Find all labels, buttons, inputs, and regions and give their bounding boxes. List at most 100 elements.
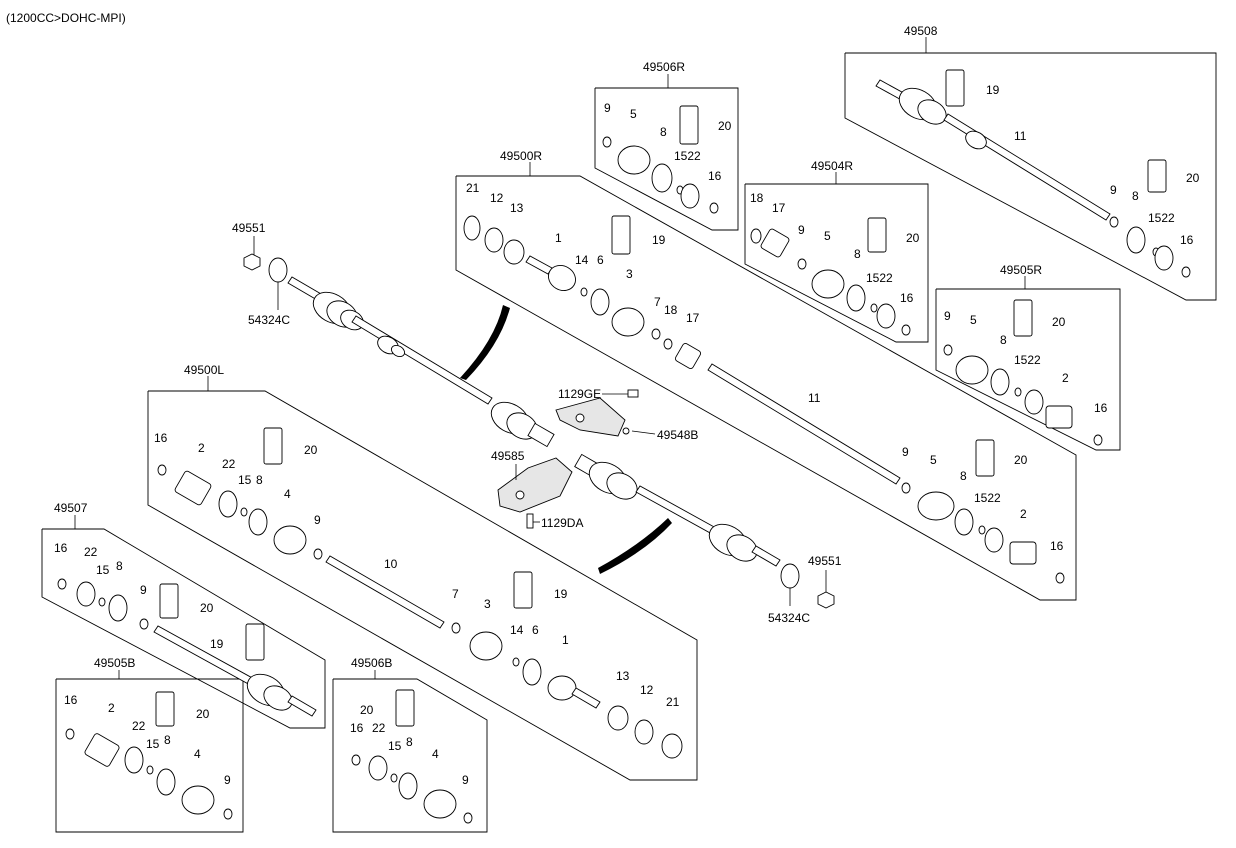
callout-9[interactable]: 9 <box>902 445 909 459</box>
callout-11[interactable]: 11 <box>1014 129 1027 143</box>
group-label-49551-a[interactable]: 49551 <box>232 221 266 235</box>
callout-16[interactable]: 16 <box>900 291 914 305</box>
group-label-49504r[interactable]: 49504R <box>811 159 853 173</box>
callout-15[interactable]: 15 <box>146 737 160 751</box>
kit-49506b[interactable] <box>351 689 473 824</box>
callout-8[interactable]: 8 <box>1132 189 1139 203</box>
callout-3[interactable]: 3 <box>484 597 491 611</box>
callout-13[interactable]: 13 <box>510 201 524 215</box>
group-label-54324c-a[interactable]: 54324C <box>248 313 290 327</box>
callout-10[interactable]: 10 <box>384 557 398 571</box>
group-label-54324c-b[interactable]: 54324C <box>768 611 810 625</box>
washer-54324c-b[interactable] <box>780 563 800 589</box>
callout-16[interactable]: 16 <box>1050 539 1064 553</box>
kit-49506r-top[interactable] <box>602 105 719 214</box>
callout-16[interactable]: 16 <box>1180 233 1194 247</box>
callout-16[interactable]: 16 <box>154 431 168 445</box>
callout-18[interactable]: 18 <box>664 303 678 317</box>
callout-2[interactable]: 2 <box>1020 507 1027 521</box>
callout-20[interactable]: 20 <box>718 119 732 133</box>
callout-15[interactable]: 15 <box>388 739 402 753</box>
callout-16[interactable]: 16 <box>1094 401 1108 415</box>
callout-14[interactable]: 14 <box>575 253 589 267</box>
bracket-49585[interactable] <box>497 457 573 513</box>
callout-12[interactable]: 12 <box>490 191 504 205</box>
callout-1522[interactable]: 1522 <box>866 271 893 285</box>
callout-16[interactable]: 16 <box>350 721 364 735</box>
callout-22[interactable]: 22 <box>84 545 98 559</box>
callout-6[interactable]: 6 <box>532 623 539 637</box>
group-label-49506b[interactable]: 49506B <box>351 656 392 670</box>
callout-5[interactable]: 5 <box>970 313 977 327</box>
callout-19[interactable]: 19 <box>652 233 666 247</box>
group-label-49507[interactable]: 49507 <box>54 501 88 515</box>
group-label-49551-b[interactable]: 49551 <box>808 554 842 568</box>
main-left-drive-shaft[interactable] <box>574 453 781 567</box>
callout-18[interactable]: 18 <box>750 191 764 205</box>
callout-1[interactable]: 1 <box>555 231 562 245</box>
callout-2[interactable]: 2 <box>1062 371 1069 385</box>
callout-15[interactable]: 15 <box>238 473 252 487</box>
washer-54324c-a[interactable] <box>268 257 288 283</box>
callout-1522[interactable]: 1522 <box>1148 211 1175 225</box>
callout-9[interactable]: 9 <box>140 583 147 597</box>
kit-49507[interactable] <box>57 578 317 717</box>
main-right-drive-shaft[interactable] <box>287 276 555 448</box>
callout-9[interactable]: 9 <box>944 309 951 323</box>
callout-9[interactable]: 9 <box>604 101 611 115</box>
callout-14[interactable]: 14 <box>510 623 524 637</box>
bracket-label-49585[interactable]: 49585 <box>491 449 525 463</box>
callout-22[interactable]: 22 <box>132 719 146 733</box>
kit-49508[interactable] <box>875 69 1191 278</box>
callout-8[interactable]: 8 <box>116 559 123 573</box>
callout-1522[interactable]: 1522 <box>674 149 701 163</box>
bolt-label-1129ge[interactable]: 1129GE <box>558 387 601 401</box>
callout-2[interactable]: 2 <box>108 701 115 715</box>
group-label-49505r[interactable]: 49505R <box>1000 263 1042 277</box>
bracket-49548b[interactable] <box>555 397 630 437</box>
kit-49505r[interactable] <box>943 299 1103 446</box>
bolt-1129da[interactable] <box>526 513 534 529</box>
bracket-label-49548b[interactable]: 49548B <box>657 428 698 442</box>
callout-5[interactable]: 5 <box>930 453 937 467</box>
kit-49504r[interactable] <box>750 217 911 336</box>
callout-20[interactable]: 20 <box>906 231 920 245</box>
callout-8[interactable]: 8 <box>164 733 171 747</box>
callout-16[interactable]: 16 <box>708 169 722 183</box>
callout-19[interactable]: 19 <box>210 637 224 651</box>
callout-11[interactable]: 11 <box>808 391 821 405</box>
group-label-49506r-top[interactable]: 49506R <box>643 60 685 74</box>
callout-4[interactable]: 4 <box>284 487 291 501</box>
group-label-49500l[interactable]: 49500L <box>184 363 224 377</box>
callout-17[interactable]: 17 <box>772 201 786 215</box>
callout-1522[interactable]: 1522 <box>974 491 1001 505</box>
callout-5[interactable]: 5 <box>630 107 637 121</box>
callout-12[interactable]: 12 <box>640 683 654 697</box>
callout-7[interactable]: 7 <box>452 587 459 601</box>
callout-4[interactable]: 4 <box>194 747 201 761</box>
callout-3[interactable]: 3 <box>626 267 633 281</box>
callout-20[interactable]: 20 <box>304 443 318 457</box>
callout-20[interactable]: 20 <box>1052 315 1066 329</box>
callout-20[interactable]: 20 <box>360 703 374 717</box>
callout-19[interactable]: 19 <box>986 83 1000 97</box>
group-label-49505b[interactable]: 49505B <box>94 656 135 670</box>
callout-2[interactable]: 2 <box>198 441 205 455</box>
callout-1522[interactable]: 1522 <box>1014 353 1041 367</box>
hub-nut-a[interactable] <box>243 253 261 271</box>
callout-21[interactable]: 21 <box>666 695 680 709</box>
callout-4[interactable]: 4 <box>432 747 439 761</box>
callout-9[interactable]: 9 <box>798 223 805 237</box>
group-label-49500r[interactable]: 49500R <box>500 149 542 163</box>
callout-17[interactable]: 17 <box>686 311 700 325</box>
callout-16[interactable]: 16 <box>54 541 68 555</box>
callout-8[interactable]: 8 <box>960 469 967 483</box>
callout-13[interactable]: 13 <box>616 669 630 683</box>
callout-9[interactable]: 9 <box>224 773 231 787</box>
callout-22[interactable]: 22 <box>222 457 236 471</box>
callout-9[interactable]: 9 <box>1110 183 1117 197</box>
callout-8[interactable]: 8 <box>660 125 667 139</box>
callout-21[interactable]: 21 <box>466 181 480 195</box>
kit-49500r[interactable] <box>463 215 1065 584</box>
callout-6[interactable]: 6 <box>597 253 604 267</box>
